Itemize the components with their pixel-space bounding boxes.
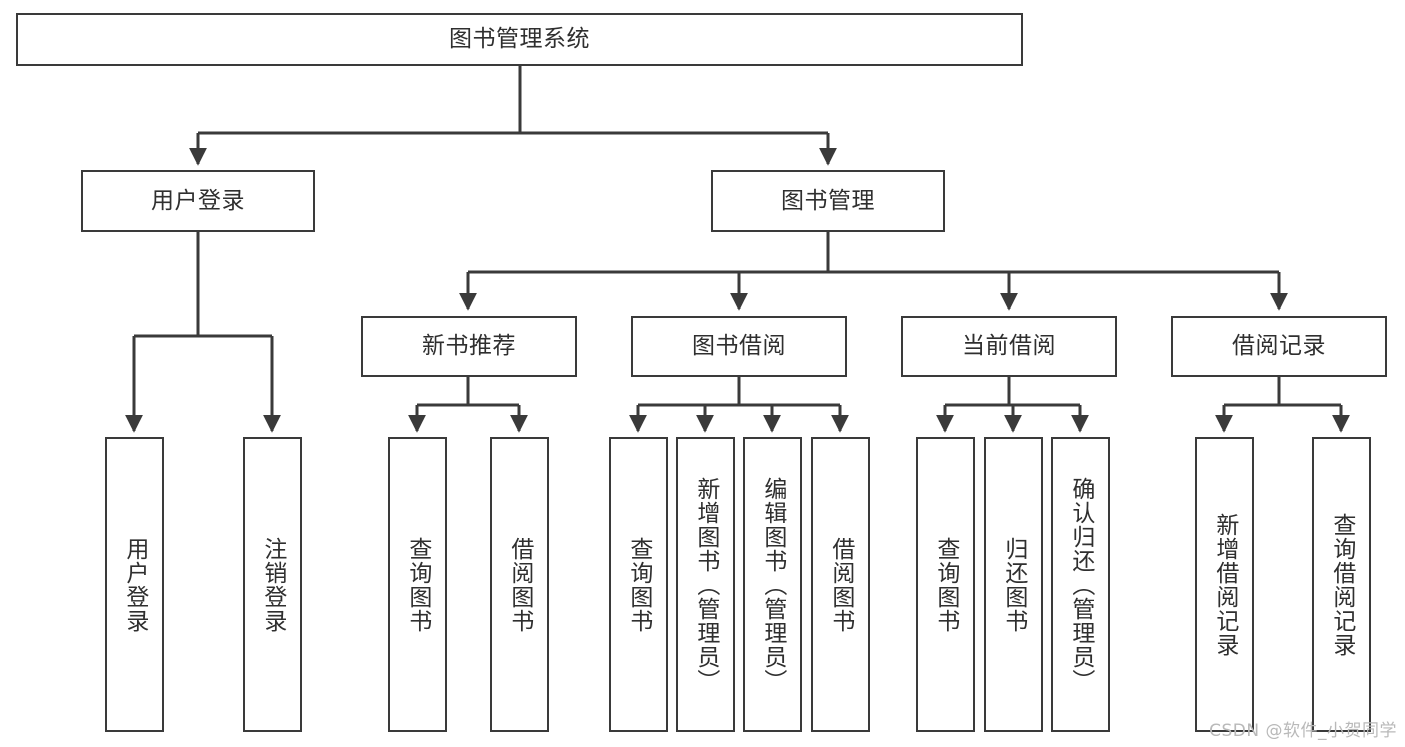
leaf-label: 新增图书（管理员） — [692, 476, 719, 693]
leaf-label: 归还图书 — [1000, 536, 1027, 633]
leaf-label: 编辑图书（管理员） — [759, 476, 786, 693]
node-current-borrow[interactable]: 当前借阅 — [901, 316, 1117, 377]
leaf-label: 查询借阅记录 — [1328, 512, 1355, 657]
node-borrow-record[interactable]: 借阅记录 — [1171, 316, 1387, 377]
leaf-book-borrow-borrow-book[interactable]: 借阅图书 — [811, 437, 870, 732]
node-new-book-recommend-label: 新书推荐 — [422, 333, 516, 359]
leaf-current-borrow-confirm-return-admin[interactable]: 确认归还（管理员） — [1051, 437, 1110, 732]
leaf-label: 确认归还（管理员） — [1067, 476, 1094, 693]
leaf-label: 注销登录 — [259, 536, 286, 633]
leaf-current-borrow-query-book[interactable]: 查询图书 — [916, 437, 975, 732]
leaf-borrow-record-add-record[interactable]: 新增借阅记录 — [1195, 437, 1254, 732]
node-book-borrow[interactable]: 图书借阅 — [631, 316, 847, 377]
leaf-user-login-logout[interactable]: 注销登录 — [243, 437, 302, 732]
leaf-book-borrow-query-book[interactable]: 查询图书 — [609, 437, 668, 732]
node-book-borrow-label: 图书借阅 — [692, 333, 786, 359]
leaf-label: 用户登录 — [121, 536, 148, 633]
node-user-login[interactable]: 用户登录 — [81, 170, 315, 232]
node-borrow-record-label: 借阅记录 — [1232, 333, 1326, 359]
node-new-book-recommend[interactable]: 新书推荐 — [361, 316, 577, 377]
node-user-login-label: 用户登录 — [151, 187, 245, 214]
node-current-borrow-label: 当前借阅 — [962, 333, 1056, 359]
leaf-borrow-record-query-record[interactable]: 查询借阅记录 — [1312, 437, 1371, 732]
leaf-new-book-borrow-book[interactable]: 借阅图书 — [490, 437, 549, 732]
leaf-user-login-login[interactable]: 用户登录 — [105, 437, 164, 732]
leaf-book-borrow-add-book-admin[interactable]: 新增图书（管理员） — [676, 437, 735, 732]
leaf-label: 借阅图书 — [827, 536, 854, 633]
leaf-label: 新增借阅记录 — [1211, 512, 1238, 657]
leaf-book-borrow-edit-book-admin[interactable]: 编辑图书（管理员） — [743, 437, 802, 732]
node-book-management[interactable]: 图书管理 — [711, 170, 945, 232]
node-root-label: 图书管理系统 — [449, 26, 590, 52]
leaf-new-book-query-book[interactable]: 查询图书 — [388, 437, 447, 732]
leaf-label: 查询图书 — [404, 536, 431, 633]
leaf-current-borrow-return-book[interactable]: 归还图书 — [984, 437, 1043, 732]
node-root-book-management-system[interactable]: 图书管理系统 — [16, 13, 1023, 66]
leaf-label: 借阅图书 — [506, 536, 533, 633]
node-book-management-label: 图书管理 — [781, 187, 875, 214]
leaf-label: 查询图书 — [625, 536, 652, 633]
leaf-label: 查询图书 — [932, 536, 959, 633]
